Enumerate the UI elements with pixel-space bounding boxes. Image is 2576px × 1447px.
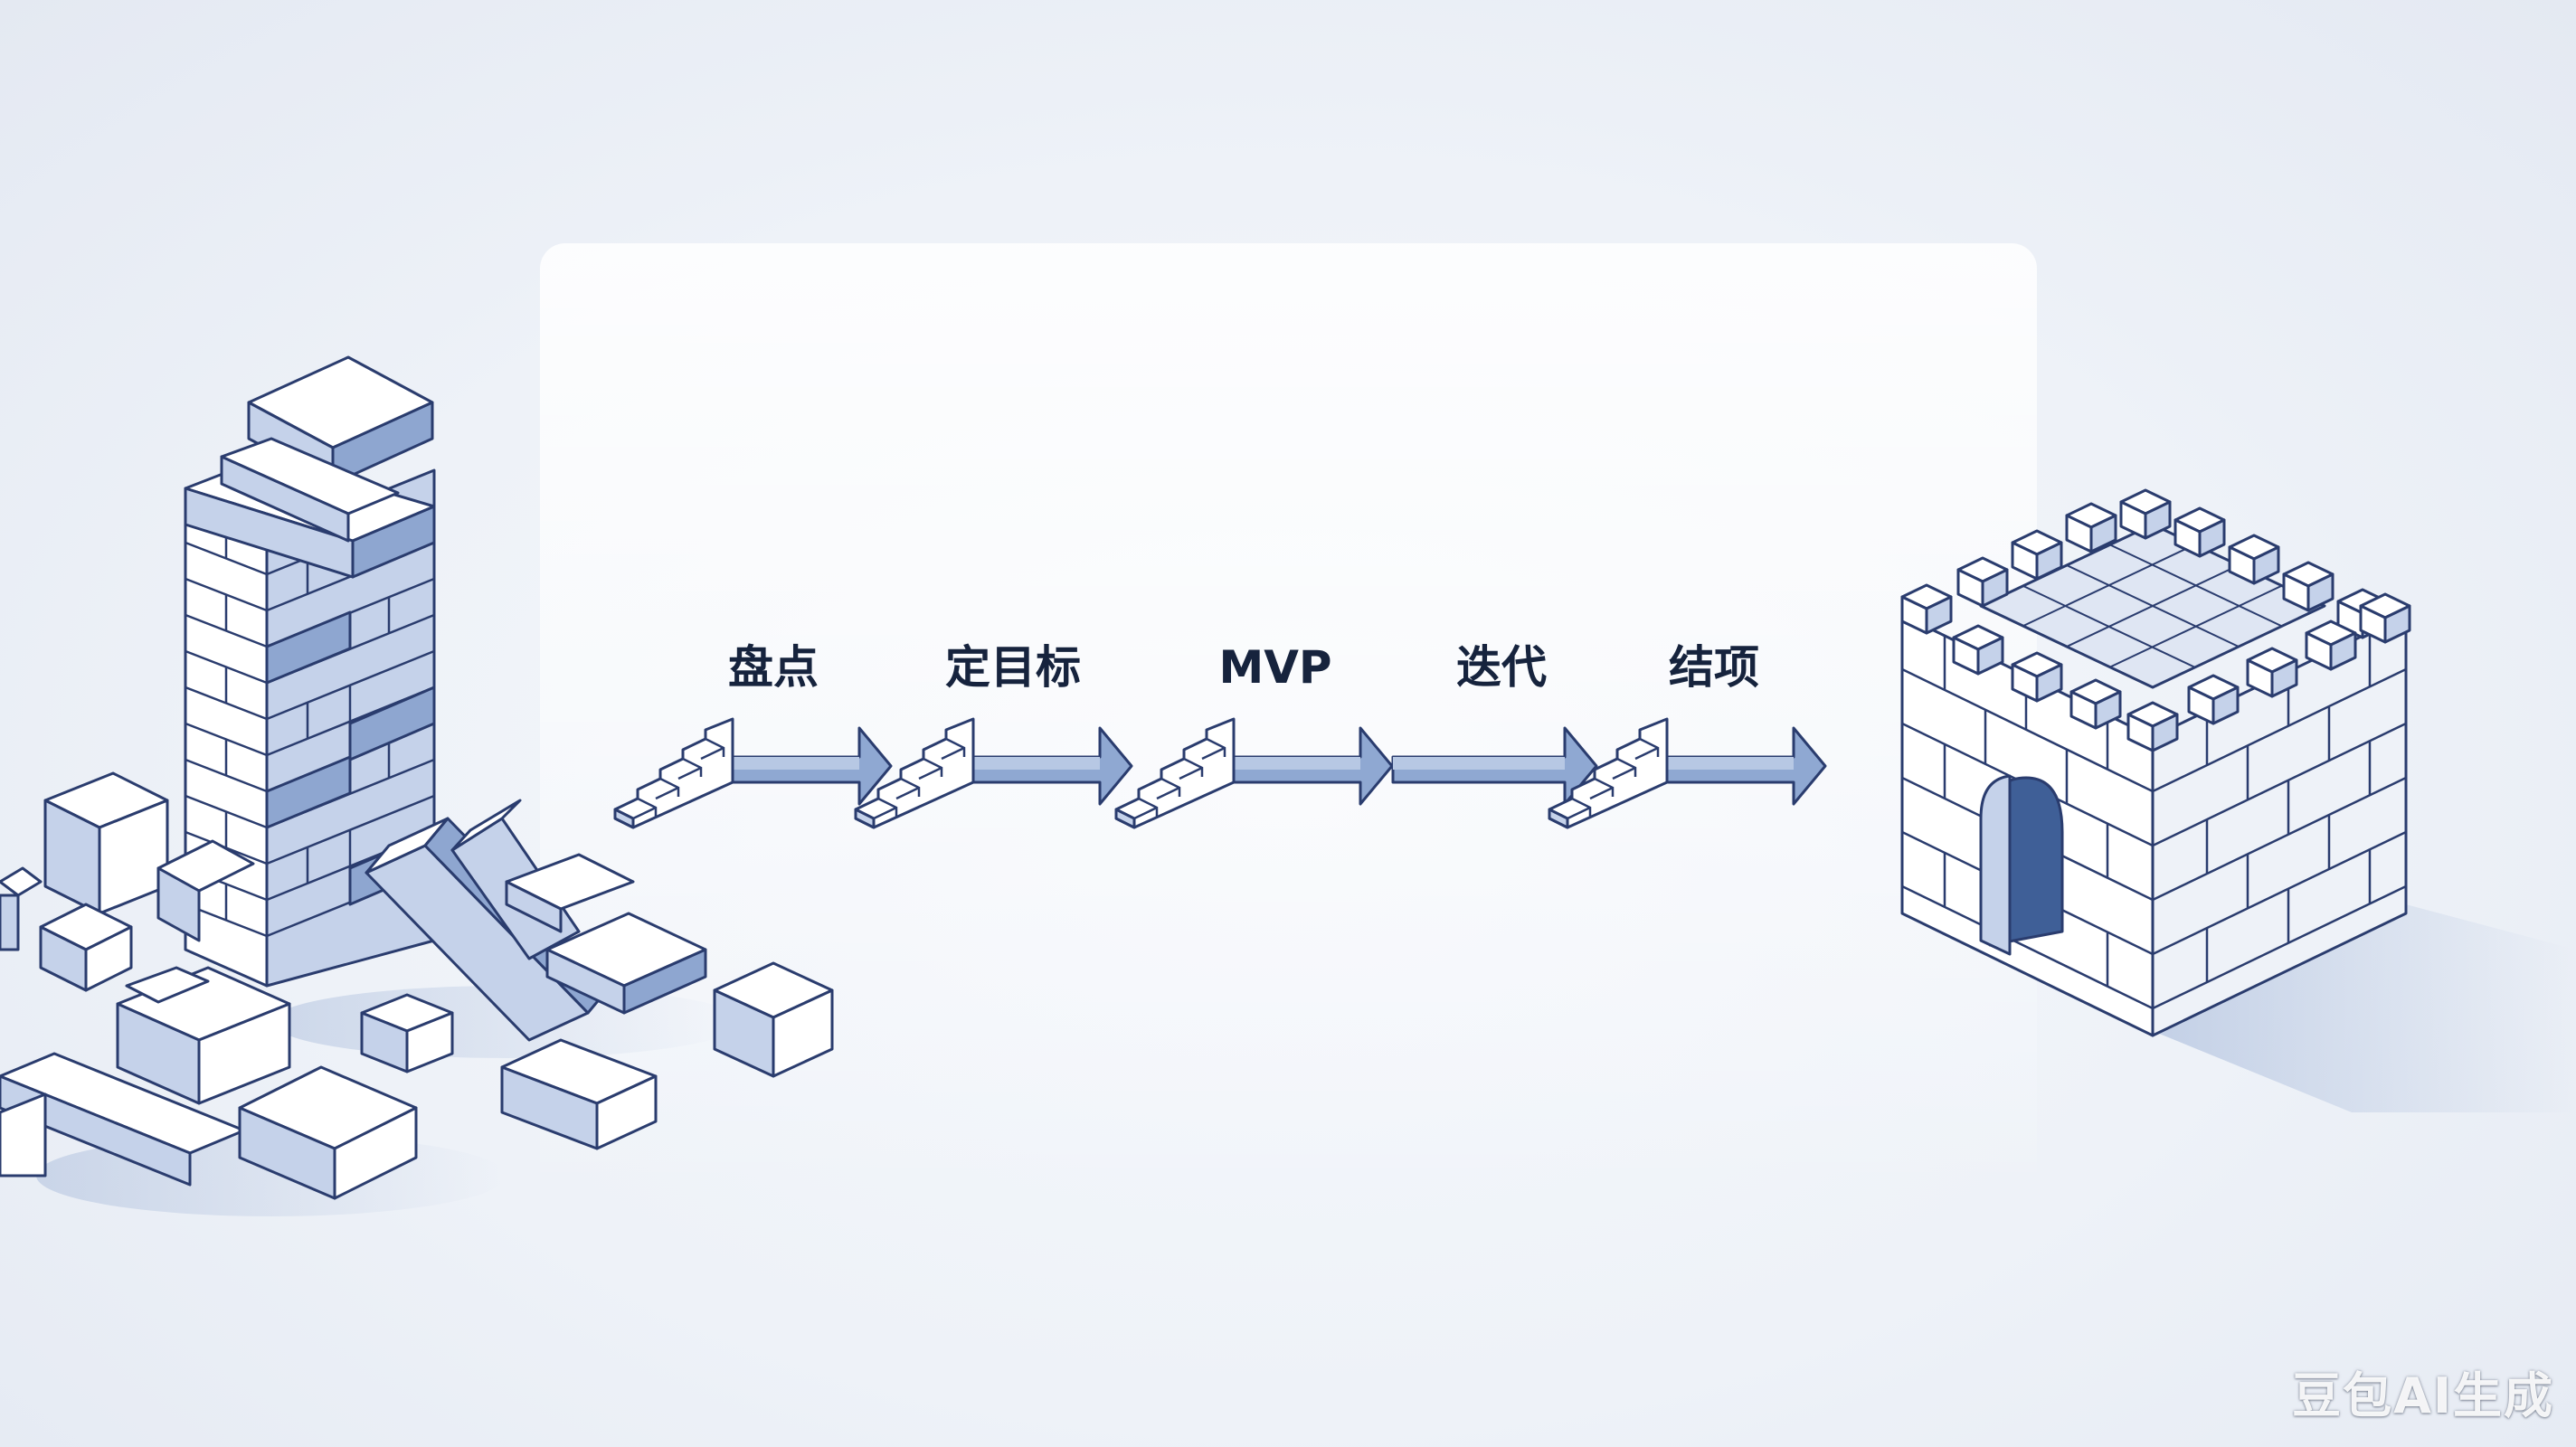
step-label-4: 迭代 bbox=[1456, 641, 1547, 694]
step-arrow-3 bbox=[1114, 717, 1394, 829]
step-arrow-2 bbox=[854, 717, 1133, 829]
step-label-3: MVP bbox=[1218, 641, 1332, 694]
step-arrow-1 bbox=[613, 717, 893, 829]
watermark-text: 豆包AI生成 bbox=[2292, 1367, 2554, 1424]
step-arrow-4 bbox=[1391, 726, 1598, 806]
step-label-2: 定目标 bbox=[945, 641, 1081, 694]
step-label-1: 盘点 bbox=[728, 641, 819, 694]
step-label-5: 结项 bbox=[1669, 641, 1759, 694]
